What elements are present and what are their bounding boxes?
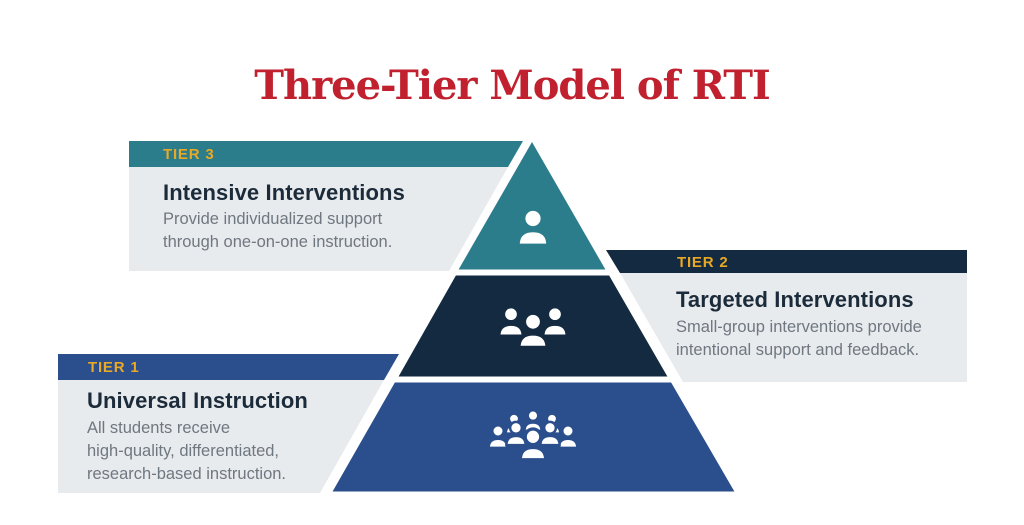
tier2-heading: Targeted Interventions xyxy=(676,287,914,312)
pyramid-tier3-section xyxy=(454,137,610,273)
tier3-header-bar xyxy=(129,141,523,167)
tier3-panel xyxy=(129,167,508,271)
tier2-panel xyxy=(620,273,967,382)
page-title: Three-Tier Model of RTI xyxy=(254,62,771,109)
tier3-heading: Intensive Interventions xyxy=(163,180,405,205)
tier1-label: TIER 1 xyxy=(88,359,140,376)
tier1-heading: Universal Instruction xyxy=(87,388,308,413)
tier1-header-bar xyxy=(58,354,399,380)
tier1-panel xyxy=(58,380,384,493)
tier3-description: Provide individualized support through o… xyxy=(163,210,393,252)
tier2-header-bar xyxy=(606,250,967,273)
tier2-description: Small-group interventions provide intent… xyxy=(676,318,922,360)
tier2-label: TIER 2 xyxy=(677,254,729,271)
tier3-label: TIER 3 xyxy=(163,146,215,163)
tier1-description: All students receive high-quality, diffe… xyxy=(87,419,287,484)
